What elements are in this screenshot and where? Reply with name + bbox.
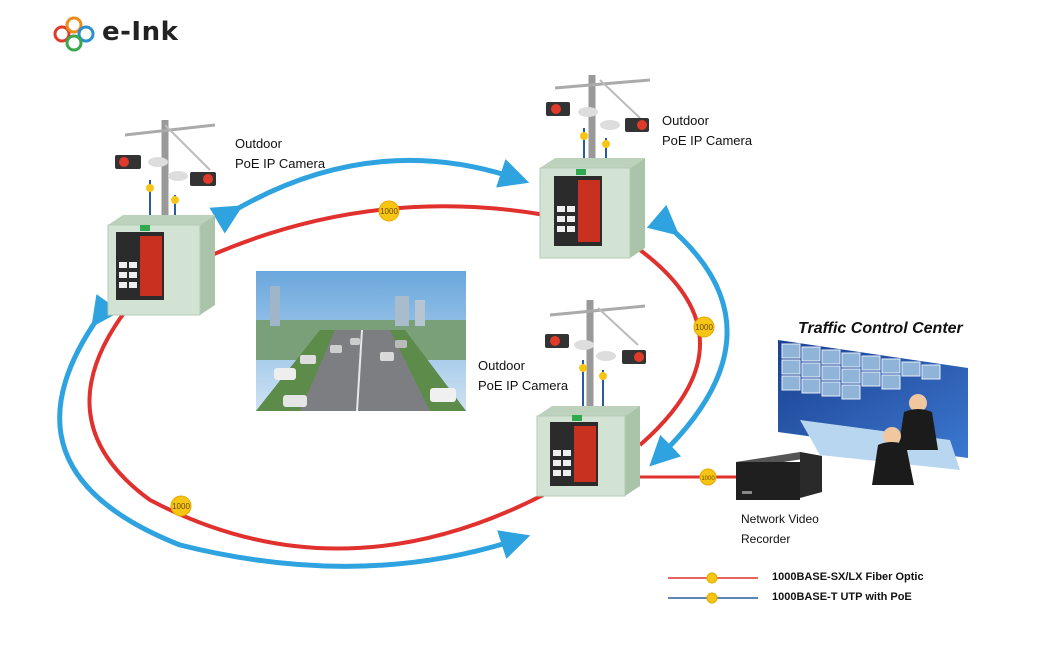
fiber-badge-right: 1000	[693, 316, 715, 338]
switch-icon	[550, 415, 598, 486]
logo: e-Ink	[98, 12, 178, 52]
legend	[668, 572, 758, 604]
camera-icon	[545, 334, 646, 364]
cabinet-bottom	[536, 300, 646, 497]
camera-label-left: Outdoor PoE IP Camera	[235, 136, 326, 171]
fiber-badge-bottom: 1000	[170, 495, 192, 517]
nvr-label: Network Video Recorder	[741, 512, 819, 546]
camera-label-top-right: Outdoor PoE IP Camera	[662, 113, 753, 148]
camera-icon	[546, 102, 649, 132]
control-center-title: Traffic Control Center	[798, 320, 963, 337]
flow-arrow-bottom-left	[57, 294, 531, 569]
legend-utp-label: 1000BASE-T UTP with PoE	[772, 591, 912, 603]
camera-icon	[115, 155, 216, 186]
cabinet-left	[107, 120, 216, 316]
logo-icon	[53, 16, 95, 52]
control-center-illustration	[778, 340, 968, 485]
fiber-ring-top	[204, 204, 546, 260]
svg-text:1000: 1000	[695, 323, 713, 332]
fiber-badge-nvr: 1000	[699, 468, 717, 486]
cabinet-top-right	[539, 75, 651, 259]
camera-label-bottom: Outdoor PoE IP Camera	[478, 358, 569, 393]
svg-text:1000: 1000	[701, 476, 715, 482]
switch-icon	[554, 169, 602, 246]
switch-icon	[116, 225, 164, 300]
highway-photo	[256, 271, 466, 412]
fiber-badge-top: 1000	[378, 200, 400, 222]
flow-arrow-top	[209, 157, 530, 234]
operator-icon	[872, 394, 938, 485]
nvr-device	[736, 452, 822, 500]
flow-arrow-right	[646, 204, 730, 467]
svg-text:1000: 1000	[172, 502, 190, 511]
fiber-ring-right	[638, 248, 702, 447]
legend-fiber-label: 1000BASE-SX/LX Fiber Optic	[772, 571, 924, 583]
logo-text: e-Ink	[102, 17, 179, 47]
svg-text:1000: 1000	[380, 207, 398, 216]
